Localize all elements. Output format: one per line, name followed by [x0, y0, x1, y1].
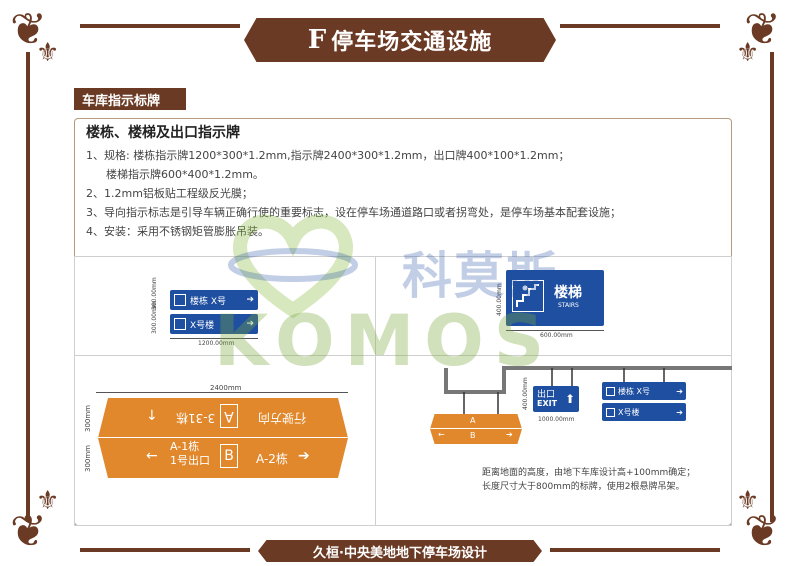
fleur-ornament-icon: ⚜ [36, 38, 60, 68]
spec-item: 3、导向指示标志是引导车辆正确行使的重要标志，设在停车场通道路口或者拐弯处，是停… [86, 206, 621, 219]
arrow-left-icon: ← [438, 430, 445, 439]
panel-direction-sign [74, 356, 376, 526]
frame-bottom-right [550, 548, 720, 552]
arrow-right-icon: ➔ [676, 386, 683, 396]
corner-ornament-icon: ❦ [10, 506, 47, 557]
exit-en: EXIT [537, 399, 558, 408]
sign-bottom-left-1: A-1栋 [170, 440, 200, 453]
spec-item: 4、安装：采用不锈钢矩管膨胀吊装。 [86, 225, 269, 238]
arrow-right-icon: ➔ [246, 319, 254, 329]
hanging-sign-row1: 楼栋 X号 ➔ [602, 382, 686, 400]
panel-building-sign [74, 256, 376, 356]
watermark-en: KOMOS [214, 300, 555, 382]
fleur-ornament-icon: ⚜ [36, 486, 60, 516]
dim-label: 300mm [84, 405, 92, 432]
spec-item: 1、规格: 楼栋指示牌1200*300*1.2mm,指示牌2400*300*1.… [86, 149, 570, 162]
arrow-down-icon: ↓ [146, 408, 158, 424]
arrow-right-icon: ➔ [298, 448, 310, 464]
corner-ornament-icon: ❦ [744, 4, 781, 55]
fleur-ornament-icon: ⚜ [736, 38, 760, 68]
stairs-icon [512, 280, 544, 312]
corner-ornament-icon: ❦ [744, 506, 781, 557]
panel-stairs-sign [376, 256, 732, 356]
building-sign-row1: 楼栋 X号 ➔ [170, 290, 258, 310]
arrow-right-icon: ➔ [246, 295, 254, 305]
sign-bottom-left-2: 1号出口 [170, 454, 210, 467]
building-sign-text: 楼栋 X号 [190, 296, 227, 307]
exit-cn: 出口 [537, 390, 556, 400]
arrow-up-icon: ⬆ [565, 392, 576, 406]
note-line: 长度尺寸大于800mm的标牌，使用2根悬牌吊架。 [482, 482, 685, 492]
dim-label: 2400mm [210, 384, 242, 392]
frame-right [770, 52, 774, 522]
building-icon [606, 407, 615, 417]
installation-diagram [444, 366, 732, 418]
dim-line [506, 330, 604, 331]
sign-divider [430, 428, 522, 429]
doc-title: 楼栋、楼梯及出口指示牌 [86, 125, 240, 141]
fleur-ornament-icon: ⚜ [736, 486, 760, 516]
sign-bottom-right: A-2栋 [256, 452, 288, 466]
hanging-sign-text: 楼栋 X号 [618, 386, 651, 396]
header-title: 停车场交通设施 [331, 30, 493, 55]
arrow-right-icon: ➔ [676, 407, 683, 417]
arrow-left-icon: ← [146, 448, 158, 464]
installation-note: 距离地面的高度，由地下车库设计高+100mm确定； 长度尺寸大于800mm的标牌… [482, 466, 722, 494]
corner-ornament-icon: ❦ [10, 4, 47, 55]
building-icon [606, 386, 615, 396]
mini-letter-b-icon: B [470, 431, 476, 440]
stairs-sign: 楼梯 STAIRS [506, 270, 604, 326]
dim-label: 600.00mm [540, 332, 573, 339]
header-banner: F 停车场交通设施 [244, 18, 556, 62]
note-line: 距离地面的高度，由地下车库设计高+100mm确定； [482, 468, 696, 478]
exit-sign: 出口 EXIT ⬆ [533, 386, 579, 412]
sign-top-left: 3-31栋 [176, 411, 216, 425]
sign-bottom-left: A-1栋 1号出口 [170, 440, 210, 468]
dim-label: 1200.00mm [198, 340, 235, 347]
spec-text: 楼栋、楼梯及出口指示牌 1、规格: 楼栋指示牌1200*300*1.2mm,指示… [86, 122, 726, 241]
stairs-label: 楼梯 [554, 285, 582, 301]
frame-top-left [80, 24, 240, 28]
watermark-heart-icon [228, 214, 358, 319]
sign-bottom-letter: B [220, 444, 238, 468]
dim-label: 300mm [84, 445, 92, 472]
spec-item: 楼梯指示牌600*400*1.2mm。 [106, 168, 264, 181]
mini-letter-a-icon: A [470, 416, 476, 425]
stairs-sub: STAIRS [558, 302, 579, 309]
watermark-cn: 科莫斯 [402, 247, 558, 305]
hanging-sign-row2: X号楼 ➔ [602, 403, 686, 421]
panel-installation [376, 356, 732, 526]
dim-line [170, 338, 258, 339]
mini-direction-sign: A B ← ➔ [430, 414, 522, 444]
building-icon [174, 318, 186, 330]
footer-banner: 久桓·中央美地地下停车场设计 [258, 540, 542, 562]
dim-label: 1000.00mm [538, 416, 575, 423]
arrow-right-icon: ➔ [506, 430, 513, 439]
spec-item: 2、1.2mm铝板贴工程级反光膜； [86, 187, 253, 200]
hanging-sign-text: X号楼 [618, 407, 640, 417]
frame-bottom-left [80, 548, 250, 552]
dim-line [96, 392, 348, 393]
building-sign-row2: X号楼 ➔ [170, 314, 258, 334]
header-letter: F [307, 25, 328, 55]
frame-left [26, 52, 30, 522]
sign-top-right: 行驶方向 [258, 411, 307, 425]
dim-label: 400.00mm [522, 377, 529, 410]
building-sign-text: X号楼 [190, 320, 215, 331]
building-icon [174, 294, 186, 306]
frame-top-right [560, 24, 720, 28]
direction-sign: ↓ 3-31栋 A 行驶方向 ← A-1栋 1号出口 B A-2栋 ➔ [98, 398, 348, 478]
dim-label: 300.00mm [151, 301, 158, 334]
sign-divider [98, 437, 348, 438]
stairs-pictogram [516, 284, 539, 307]
section-tab: 车库指示标牌 [74, 88, 186, 110]
sign-top-letter: A [220, 404, 238, 428]
